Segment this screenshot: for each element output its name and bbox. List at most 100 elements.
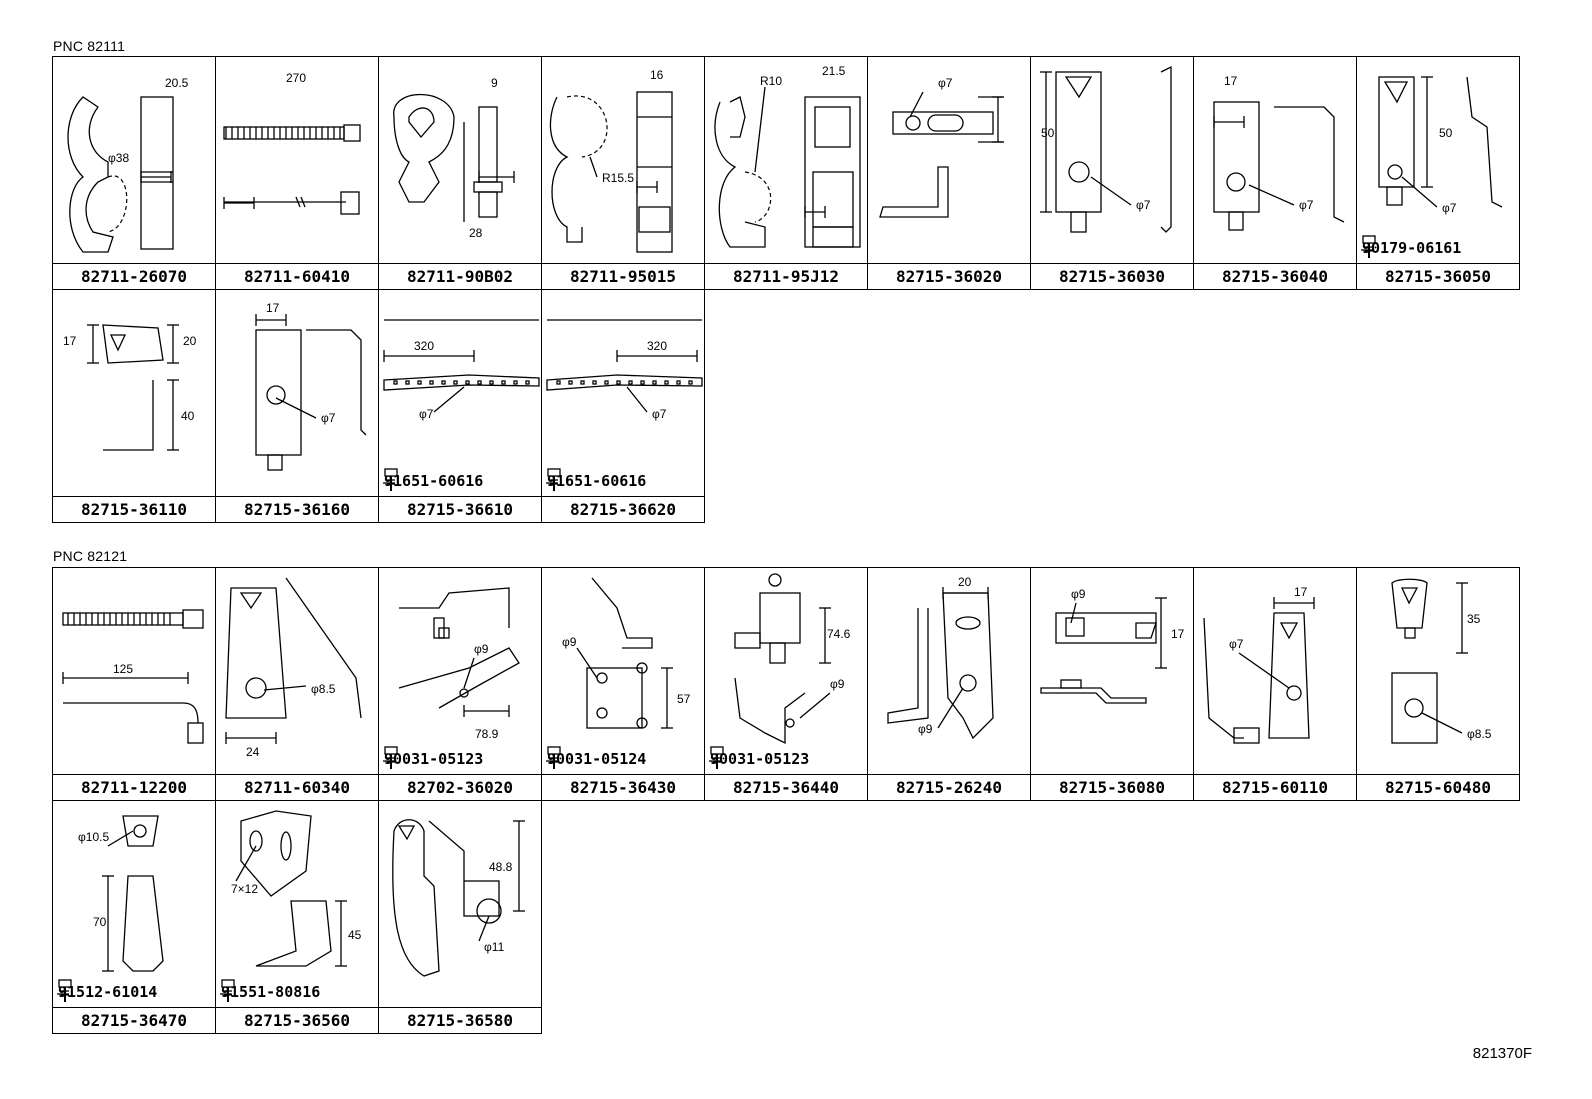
part-number[interactable]: 82715-36160 bbox=[216, 496, 378, 522]
leader-line bbox=[709, 760, 721, 762]
part-number[interactable]: 82711-90B02 bbox=[379, 263, 541, 289]
dimension-label: φ9 bbox=[562, 635, 577, 649]
part-cell[interactable]: φ9 57 90031-05124 82715-36430 bbox=[541, 567, 705, 801]
dimension-label: 320 bbox=[414, 339, 434, 353]
dimension-label: 20 bbox=[183, 334, 197, 348]
leader-line bbox=[546, 482, 558, 484]
dimension-label: 270 bbox=[286, 71, 306, 85]
leader-line bbox=[57, 993, 69, 995]
part-cell[interactable]: 125 82711-12200 bbox=[52, 567, 216, 801]
dimension-label: 17 bbox=[1171, 627, 1185, 641]
bolt-part-number: 90031-05124 bbox=[547, 750, 647, 768]
leader-line bbox=[546, 760, 558, 762]
dimension-label: 16 bbox=[650, 68, 664, 82]
part-number[interactable]: 82711-60410 bbox=[216, 263, 378, 289]
bolt-part-number: 91651-60616 bbox=[547, 472, 647, 490]
dimension-label: φ10.5 bbox=[78, 830, 109, 844]
dimension-label: φ8.5 bbox=[1467, 727, 1492, 741]
dimension-label: 20 bbox=[958, 575, 972, 589]
dimension-label: φ7 bbox=[1299, 198, 1314, 212]
part-number[interactable]: 82715-36580 bbox=[379, 1007, 541, 1033]
part-cell[interactable]: 270 82711-60410 bbox=[215, 56, 379, 290]
dimension-label: φ7 bbox=[321, 411, 336, 425]
part-number[interactable]: 82702-36020 bbox=[379, 774, 541, 800]
part-number[interactable]: 82715-36560 bbox=[216, 1007, 378, 1033]
dimension-label: φ7 bbox=[652, 407, 667, 421]
dimension-label: R10 bbox=[760, 74, 782, 88]
figure-code: 821370F bbox=[1472, 1045, 1532, 1062]
dimension-label: 17 bbox=[266, 301, 280, 315]
part-number[interactable]: 82711-60340 bbox=[216, 774, 378, 800]
bolt-part-number: 91651-60616 bbox=[384, 472, 484, 490]
part-number[interactable]: 82715-36020 bbox=[868, 263, 1030, 289]
dimension-label: 17 bbox=[1294, 585, 1308, 599]
bolt-callout: 91651-60616 bbox=[546, 468, 646, 494]
leader-line bbox=[220, 993, 232, 995]
part-drawing: 125 bbox=[62, 609, 204, 744]
dimension-label: φ38 bbox=[108, 151, 129, 165]
part-number[interactable]: 82711-12200 bbox=[53, 774, 215, 800]
part-number[interactable]: 82715-36110 bbox=[53, 496, 215, 522]
part-number[interactable]: 82715-36610 bbox=[379, 496, 541, 522]
part-number[interactable]: 82715-36080 bbox=[1031, 774, 1193, 800]
dimension-label: 45 bbox=[348, 928, 362, 942]
bolt-part-number: 91512-61014 bbox=[58, 983, 158, 1001]
dimension-label: 78.9 bbox=[475, 727, 499, 741]
part-number[interactable]: 82715-60110 bbox=[1194, 774, 1356, 800]
part-number[interactable]: 82711-26070 bbox=[53, 263, 215, 289]
bolt-callout: 91551-80816 bbox=[220, 979, 320, 1005]
dimension-label: φ9 bbox=[830, 677, 845, 691]
part-number[interactable]: 82715-26240 bbox=[868, 774, 1030, 800]
part-number[interactable]: 82715-36040 bbox=[1194, 263, 1356, 289]
part-number[interactable]: 82715-60480 bbox=[1357, 774, 1519, 800]
dimension-label: φ11 bbox=[484, 940, 505, 954]
dimension-label: 74.6 bbox=[827, 627, 851, 641]
part-drawing: 320 φ7 bbox=[383, 319, 540, 421]
bolt-callout: 90031-05124 bbox=[546, 746, 646, 772]
bolt-callout: 91512-61014 bbox=[57, 979, 157, 1005]
leader-line bbox=[383, 760, 395, 762]
dimension-label: φ7 bbox=[1136, 198, 1151, 212]
part-cell[interactable]: 320 φ7 91651-60616 82715-36610 bbox=[378, 289, 542, 523]
dimension-label: φ7 bbox=[1442, 201, 1457, 215]
part-drawing: 270 bbox=[223, 71, 361, 215]
part-number[interactable]: 82715-36470 bbox=[53, 1007, 215, 1033]
part-number[interactable]: 82715-36050 bbox=[1357, 263, 1519, 289]
dimension-label: φ7 bbox=[419, 407, 434, 421]
dimension-label: 28 bbox=[469, 226, 483, 240]
part-number[interactable]: 82715-36620 bbox=[542, 496, 704, 522]
part-number[interactable]: 82711-95015 bbox=[542, 263, 704, 289]
dimension-label: φ9 bbox=[1071, 587, 1086, 601]
dimension-label: 57 bbox=[677, 692, 691, 706]
part-number[interactable]: 82711-95J12 bbox=[705, 263, 867, 289]
part-number[interactable]: 82715-36440 bbox=[705, 774, 867, 800]
part-number[interactable]: 82715-36430 bbox=[542, 774, 704, 800]
part-cell[interactable]: 17 φ7 82715-36160 bbox=[215, 289, 379, 523]
bolt-callout: 90031-05123 bbox=[709, 746, 809, 772]
part-cell[interactable]: φ9 17 82715-36080 bbox=[1030, 567, 1194, 801]
part-number[interactable]: 82715-36030 bbox=[1031, 263, 1193, 289]
